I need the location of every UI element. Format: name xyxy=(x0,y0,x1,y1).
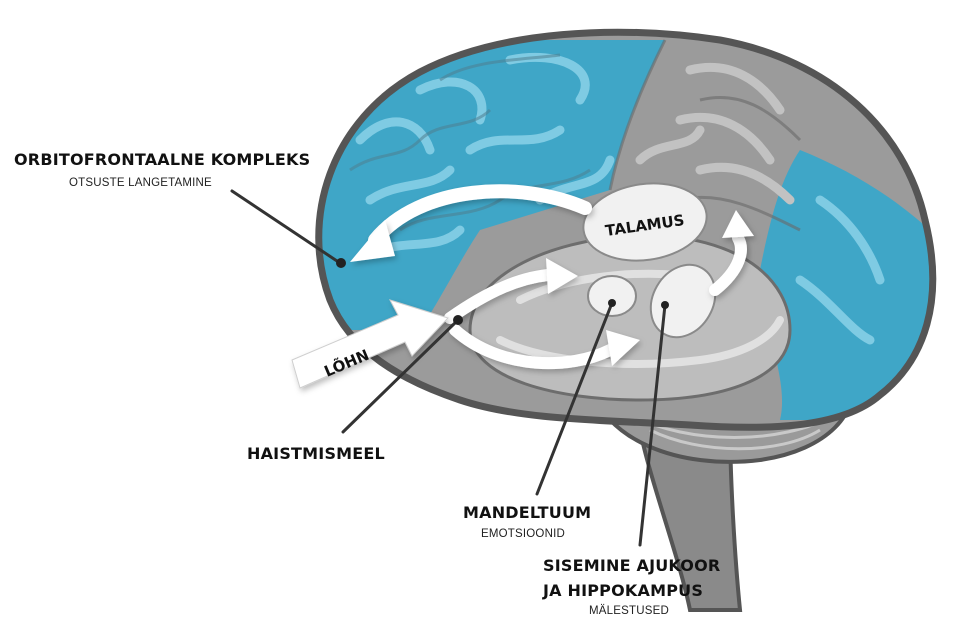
ofc-subtitle: OTSUSTE LANGETAMINE xyxy=(69,177,212,189)
cortex-leader-dot xyxy=(661,301,669,309)
amygdala-subtitle: EMOTSIOONID xyxy=(481,528,565,540)
smell-arrow xyxy=(291,299,449,389)
thalamus-shape xyxy=(582,182,708,262)
amygdala-leader-dot xyxy=(608,299,616,307)
cortex-subtitle: MÄLESTUSED xyxy=(589,605,669,617)
arrowhead-ofc xyxy=(350,220,395,262)
ofc-leader-line xyxy=(230,189,342,265)
hippocampus-shape xyxy=(649,263,717,339)
ofc-title: ORBITOFRONTAALNE KOMPLEKS xyxy=(14,150,311,169)
olfaction-title: HAISTMISMEEL xyxy=(247,444,385,463)
arrow-thalamus-to-ofc xyxy=(368,184,592,247)
arrow-to-hippocampus xyxy=(449,324,616,370)
ofc-leader-dot xyxy=(336,258,346,268)
arrowhead-amygdala xyxy=(546,258,578,294)
olfaction-leader-dot xyxy=(453,315,463,325)
arrow-to-thalamus xyxy=(709,232,747,296)
cortex-leader-line xyxy=(638,303,667,547)
olfaction-leader-line xyxy=(341,318,460,434)
cortex-title-line1: SISEMINE AJUKOOR xyxy=(543,556,721,575)
brain-stem xyxy=(637,417,743,612)
amygdala-leader-line xyxy=(535,301,614,496)
cortex-title-line2: JA HIPPOKAMPUS xyxy=(543,581,704,600)
arrowhead-hippocampus xyxy=(606,330,640,366)
amygdala-shape xyxy=(587,275,637,317)
arrow-to-amygdala xyxy=(444,269,554,324)
occipital-region xyxy=(760,150,933,420)
arrowhead-thalamus xyxy=(722,210,754,238)
amygdala-title: MANDELTUUM xyxy=(463,503,592,522)
